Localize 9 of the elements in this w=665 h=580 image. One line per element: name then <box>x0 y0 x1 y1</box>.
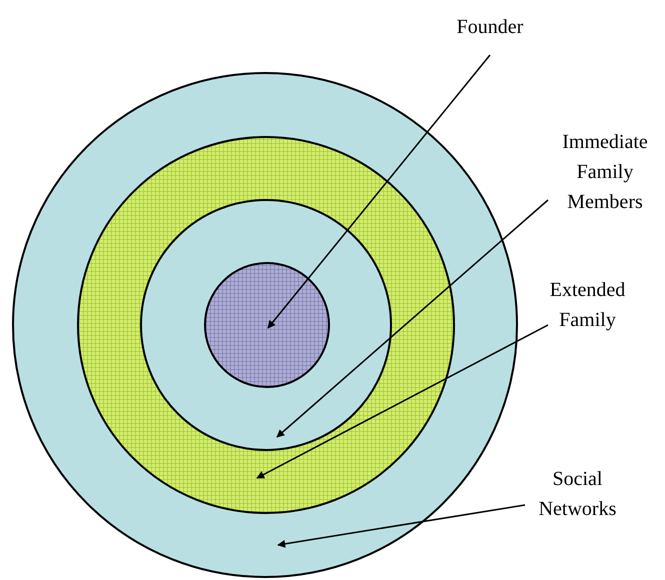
arrow <box>276 199 548 438</box>
arrow <box>267 54 491 329</box>
arrow <box>277 504 526 548</box>
ring <box>140 199 392 451</box>
ring-label: Extended Family <box>525 275 650 335</box>
ring-label: Immediate Family Members <box>545 127 665 217</box>
ring-label: Social Networks <box>515 464 640 524</box>
ring-label: Founder <box>440 12 540 42</box>
arrow <box>256 324 548 479</box>
